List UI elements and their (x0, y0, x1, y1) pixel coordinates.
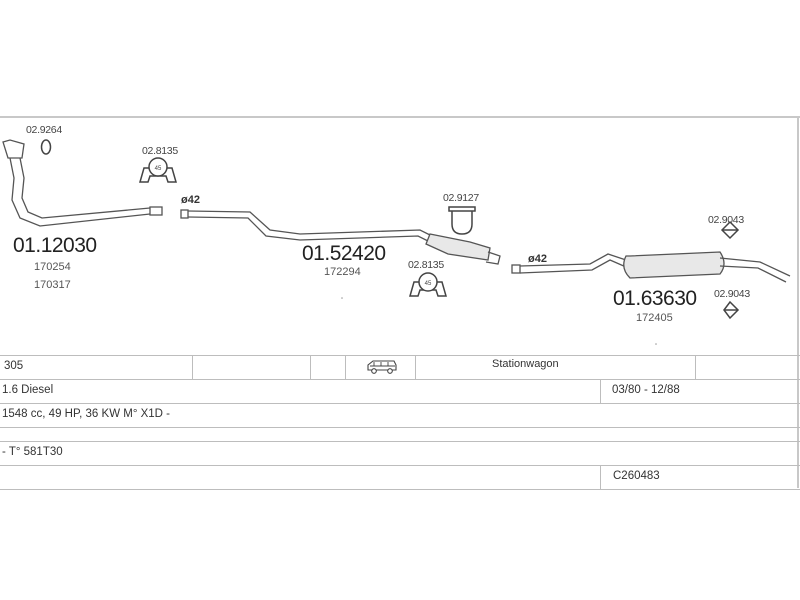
part-label-clamp-top-left[interactable]: 02.9264 (26, 124, 62, 136)
part-ref: 170317 (34, 279, 71, 291)
part-ref: 172405 (636, 312, 673, 324)
vehicle-info-table: 305 Stationwagon 1.6 Diesel 03/80 - 12/8… (0, 355, 800, 490)
part-label-clamp-right-top[interactable]: 02.9043 (708, 214, 744, 226)
table-row: C260483 (0, 465, 800, 490)
table-row: 1.6 Diesel 03/80 - 12/88 (0, 379, 800, 403)
svg-text:45: 45 (425, 281, 432, 287)
part-label-clamp-mid[interactable]: 02.9127 (443, 192, 479, 204)
table-row: - T° 581T30 (0, 441, 800, 465)
table-row (0, 427, 800, 441)
vehicle-model: 305 (4, 360, 24, 372)
part-number-front-pipe[interactable]: 01.12030 (13, 234, 97, 257)
clamp-icon (720, 220, 740, 240)
gasket-ring-icon (40, 139, 52, 155)
part-ref: 172294 (324, 266, 361, 278)
exhaust-diagram: 45 45 (0, 118, 800, 355)
divider (345, 356, 346, 379)
rubber-hanger-icon: 45 (409, 272, 447, 297)
station-wagon-icon (366, 359, 398, 378)
divider (192, 356, 193, 379)
front-pipe[interactable] (2, 139, 163, 227)
frame-top-border (0, 116, 800, 118)
engine-specs: 1548 cc, 49 HP, 36 KW M° X1D - (2, 408, 171, 420)
divider (310, 356, 311, 379)
mark-dot (655, 343, 657, 345)
divider (600, 466, 601, 489)
part-ref: 170254 (34, 261, 71, 273)
mark-dot (341, 297, 343, 299)
clamp-icon (448, 206, 476, 235)
part-number-rear-silencer[interactable]: 01.63630 (613, 287, 697, 310)
divider (415, 356, 416, 379)
frame-right-border (797, 116, 799, 488)
table-row: 305 Stationwagon (0, 355, 800, 379)
rear-silencer-pipe[interactable] (511, 251, 791, 283)
divider (695, 356, 696, 379)
diameter-label-1: ø42 (181, 194, 200, 206)
diameter-label-2: ø42 (528, 253, 547, 265)
clamp-icon (723, 300, 740, 320)
part-label-clamp-right-bottom[interactable]: 02.9043 (714, 288, 750, 300)
production-years: 03/80 - 12/88 (612, 384, 680, 396)
catalog-number: C260483 (613, 470, 660, 482)
table-row: 1548 cc, 49 HP, 36 KW M° X1D - (0, 403, 800, 427)
middle-silencer-pipe[interactable] (180, 209, 501, 265)
divider (600, 380, 601, 403)
part-label-hanger-mid[interactable]: 02.8135 (408, 259, 444, 271)
part-label-hanger-left[interactable]: 02.8135 (142, 145, 178, 157)
exhaust-drawing: 45 45 (2, 139, 791, 345)
type-code: - T° 581T30 (2, 446, 63, 458)
body-type: Stationwagon (492, 358, 559, 370)
rubber-hanger-icon: 45 (139, 157, 177, 183)
svg-text:45: 45 (155, 166, 162, 172)
engine: 1.6 Diesel (2, 384, 54, 396)
part-number-middle-silencer[interactable]: 01.52420 (302, 242, 386, 265)
